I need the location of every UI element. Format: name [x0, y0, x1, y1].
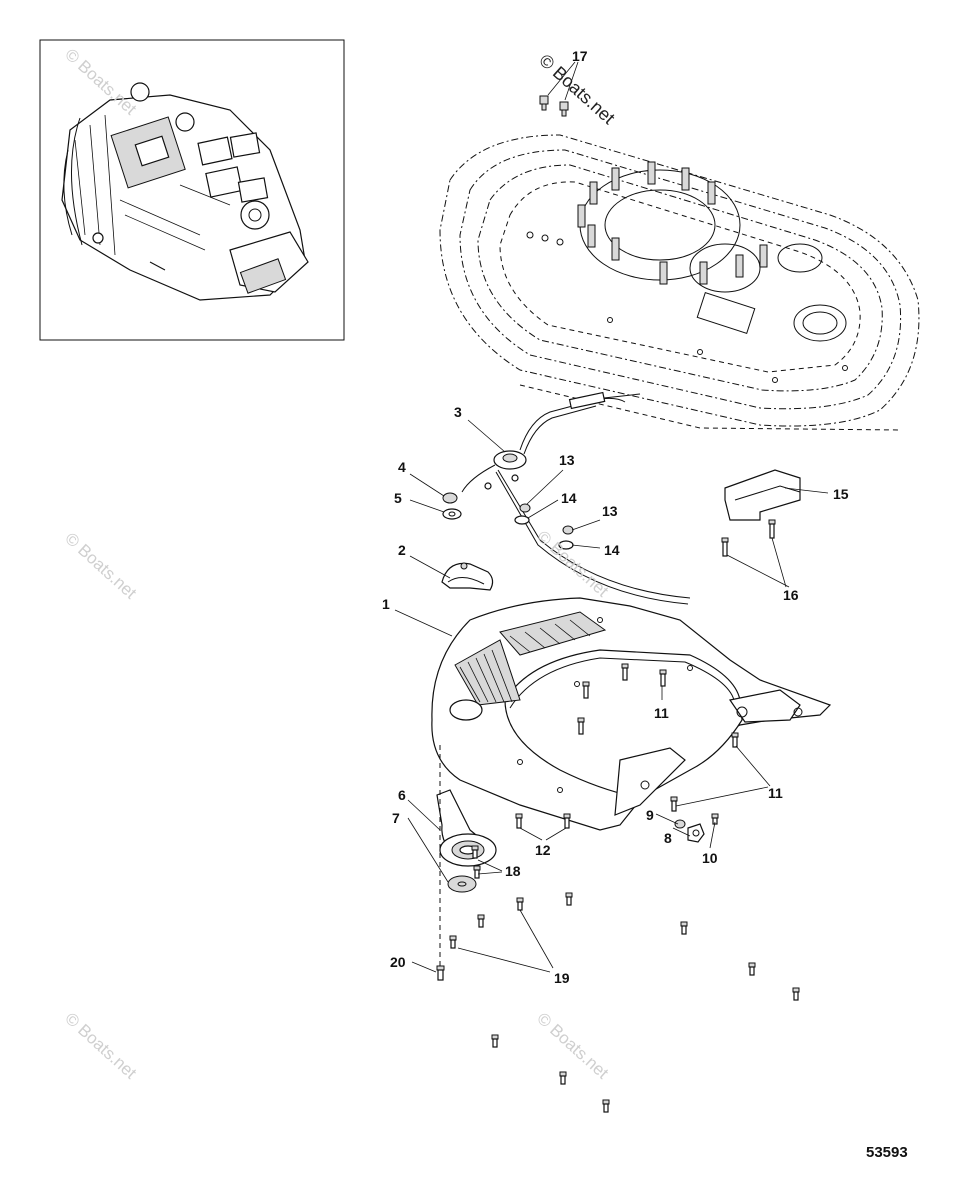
part-15-bracket: [724, 469, 801, 521]
callout-18: 18: [505, 863, 521, 879]
shield-louvers-top: [499, 611, 607, 656]
callout-14b: 14: [604, 542, 620, 558]
callout-13b: 13: [602, 503, 618, 519]
watermark-center-bottom: © Boats.net: [533, 1009, 612, 1083]
callout-19: 19: [554, 970, 570, 986]
transmission-illustration: [61, 82, 309, 301]
part-5-washer: [442, 508, 462, 520]
inset-frame: [39, 39, 345, 341]
callout-2: 2: [398, 542, 406, 558]
part-8-fitting: [687, 823, 705, 843]
part-19-screws: [449, 892, 800, 1113]
callout-12: 12: [535, 842, 551, 858]
callout-7: 7: [392, 810, 400, 826]
part-2-clamp: [441, 562, 494, 591]
part-13-nut-upper: [519, 503, 531, 513]
watermark-left-bottom: © Boats.net: [61, 1009, 140, 1083]
part-9-nut: [674, 819, 686, 829]
callout-11a: 11: [654, 705, 669, 721]
leader-lines: [394, 419, 829, 973]
callout-14a: 14: [561, 490, 577, 506]
part-13-nut-lower: [562, 525, 574, 535]
part-7-disc: [447, 875, 477, 893]
part-4-nut: [442, 492, 458, 504]
part-17-bolts: [539, 61, 579, 117]
part-12-bolts: [515, 813, 571, 829]
transmission-case-phantom: [439, 134, 920, 431]
case-studs: [577, 161, 768, 285]
callout-16: 16: [783, 587, 799, 603]
callout-1: 1: [382, 596, 390, 612]
callout-6: 6: [398, 787, 406, 803]
part-14-clip-upper: [514, 515, 530, 525]
callout-13a: 13: [559, 452, 575, 468]
callout-labels: 17 3 4 5 13 14 13 14 2 1 15 16 11 11 9 8…: [382, 48, 849, 986]
inset-transmission-view: [39, 39, 345, 341]
part-16-screws: [721, 519, 776, 557]
part-1-shield-plate: [431, 597, 832, 831]
callout-8: 8: [664, 830, 672, 846]
watermark-left-mid: © Boats.net: [61, 529, 140, 603]
callout-5: 5: [394, 490, 402, 506]
part-20-screw: [436, 965, 445, 981]
part-18-screws: [471, 845, 481, 879]
callout-11b: 11: [768, 785, 783, 801]
part-6-bracket: [436, 789, 497, 867]
callout-15: 15: [833, 486, 849, 502]
callout-9: 9: [646, 807, 654, 823]
shield-louvers-left: [454, 639, 521, 706]
watermark-center-mid: © Boats.net: [533, 527, 612, 601]
callout-17: 17: [572, 48, 588, 64]
part-3-sensor-harness: [461, 391, 691, 605]
callout-20: 20: [390, 954, 406, 970]
callout-10: 10: [702, 850, 718, 866]
callout-4: 4: [398, 459, 406, 475]
callout-3: 3: [454, 404, 462, 420]
figure-number: 53593: [866, 1144, 908, 1161]
part-11-bolts: [577, 663, 739, 812]
